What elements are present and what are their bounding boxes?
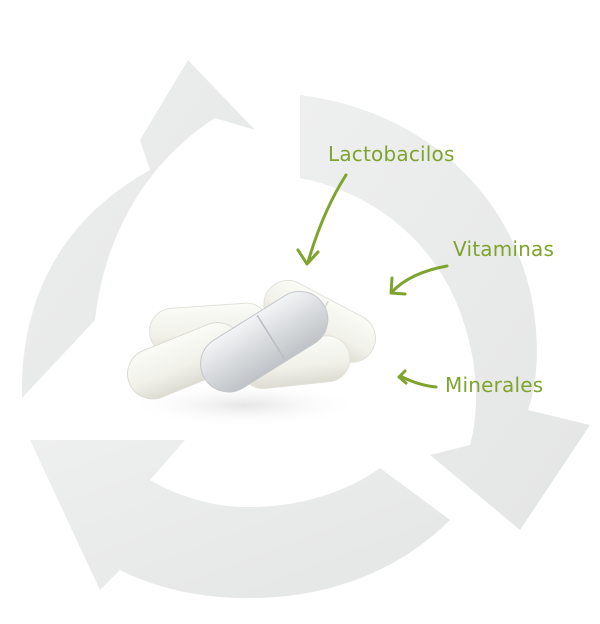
recycle-arrow-right — [300, 95, 590, 530]
recycle-arrow-top — [21, 60, 255, 398]
recycle-arrow-bottom — [30, 440, 450, 599]
label-lactobacilos: Lactobacilos — [328, 142, 455, 166]
label-minerales: Minerales — [445, 373, 544, 397]
recycle-arrows-icon — [21, 60, 590, 599]
capsule-icon — [127, 279, 376, 400]
curved-arrow-icon-minerales — [397, 369, 438, 389]
curved-arrow-icon-lactobacilos — [296, 173, 348, 266]
capsules-shadow — [125, 383, 365, 427]
curved-arrow-icon-vitaminas — [389, 264, 449, 296]
pointer-arrows — [296, 173, 449, 389]
label-vitaminas: Vitaminas — [453, 237, 555, 261]
